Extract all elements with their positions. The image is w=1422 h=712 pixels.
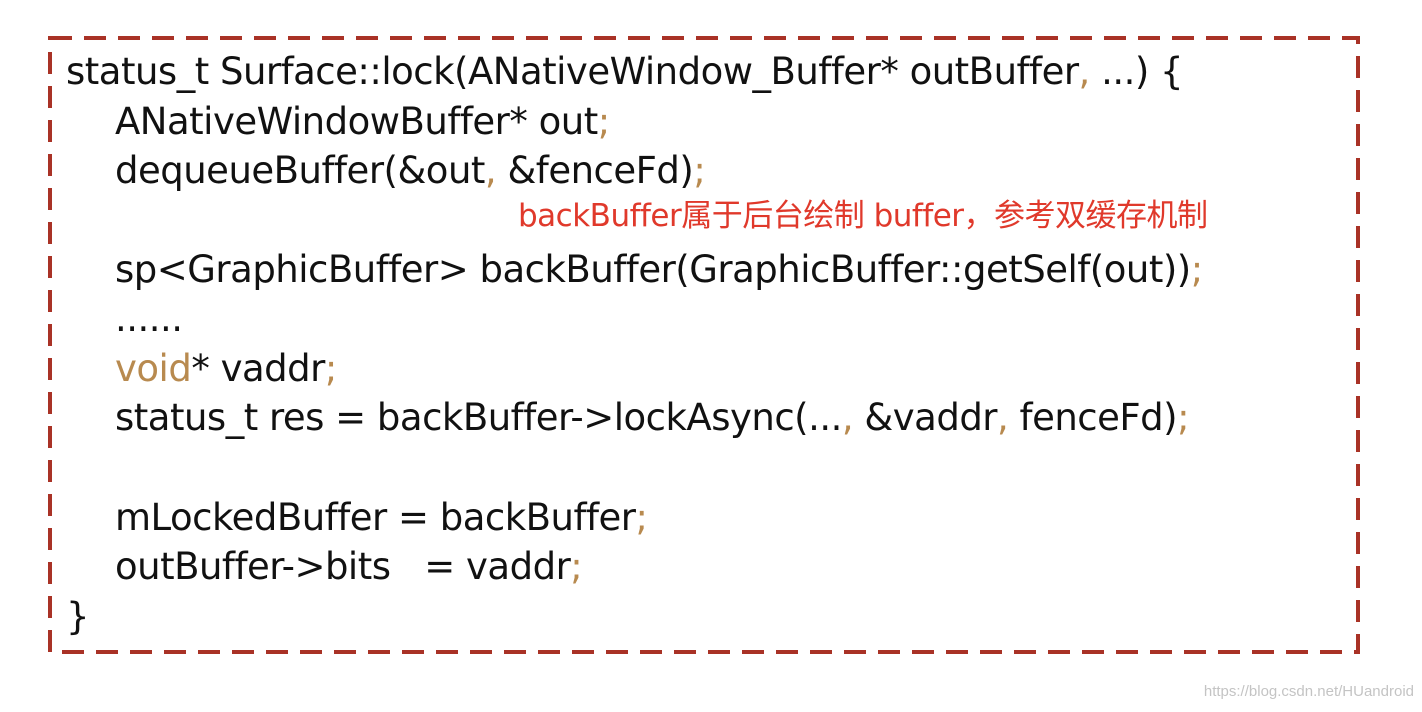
- code-punct: ;: [693, 149, 706, 192]
- code-punct: ,: [484, 149, 497, 192]
- code-line-function-signature: status_t Surface::lock(ANativeWindow_Buf…: [66, 47, 1184, 97]
- code-text: outBuffer->bits = vaddr: [115, 545, 571, 588]
- code-line-ellipsis: ......: [115, 294, 183, 344]
- code-punct: ;: [597, 100, 610, 143]
- code-punct: ;: [324, 347, 337, 390]
- code-punct: ;: [570, 545, 583, 588]
- code-line-back-buffer: sp<GraphicBuffer> backBuffer(GraphicBuff…: [115, 245, 1203, 295]
- code-text: }: [66, 595, 90, 638]
- code-text: fenceFd): [1008, 396, 1178, 439]
- code-punct: ;: [1190, 248, 1203, 291]
- dashed-border: [48, 36, 1360, 654]
- code-text: status_t res = backBuffer->lockAsync(...: [115, 396, 842, 439]
- code-text: ANativeWindowBuffer* out: [115, 100, 598, 143]
- code-line-lock-async: status_t res = backBuffer->lockAsync(...…: [115, 393, 1190, 443]
- code-text: &fenceFd): [496, 149, 694, 192]
- code-line-locked-buffer: mLockedBuffer = backBuffer;: [115, 493, 648, 543]
- code-text: sp<GraphicBuffer> backBuffer(GraphicBuff…: [115, 248, 1191, 291]
- code-block: status_t Surface::lock(ANativeWindow_Buf…: [48, 36, 1360, 654]
- watermark: https://blog.csdn.net/HUandroid: [1203, 683, 1414, 700]
- code-line-closing-brace: }: [66, 592, 90, 642]
- code-punct: ;: [635, 496, 648, 539]
- code-line-bits-assign: outBuffer->bits = vaddr;: [115, 542, 583, 592]
- annotation-note: backBuffer属于后台绘制 buffer，参考双缓存机制: [518, 198, 1208, 234]
- code-punct: ,: [1078, 50, 1091, 93]
- code-line-out-declaration: ANativeWindowBuffer* out;: [115, 97, 610, 147]
- code-text: status_t Surface::lock(ANativeWindow_Buf…: [66, 50, 1079, 93]
- code-text: mLockedBuffer = backBuffer: [115, 496, 636, 539]
- code-punct: ,: [997, 396, 1009, 439]
- code-line-vaddr: void* vaddr;: [115, 344, 337, 394]
- code-punct: ;: [1177, 396, 1190, 439]
- code-text: dequeueBuffer(&out: [115, 149, 485, 192]
- code-line-dequeue-buffer: dequeueBuffer(&out, &fenceFd);: [115, 146, 706, 196]
- code-text: * vaddr: [191, 347, 325, 390]
- code-punct: ,: [841, 396, 854, 439]
- code-text: &vaddr: [853, 396, 998, 439]
- code-text: ......: [115, 297, 183, 340]
- code-keyword: void: [115, 347, 192, 390]
- code-text: ...) {: [1089, 50, 1184, 93]
